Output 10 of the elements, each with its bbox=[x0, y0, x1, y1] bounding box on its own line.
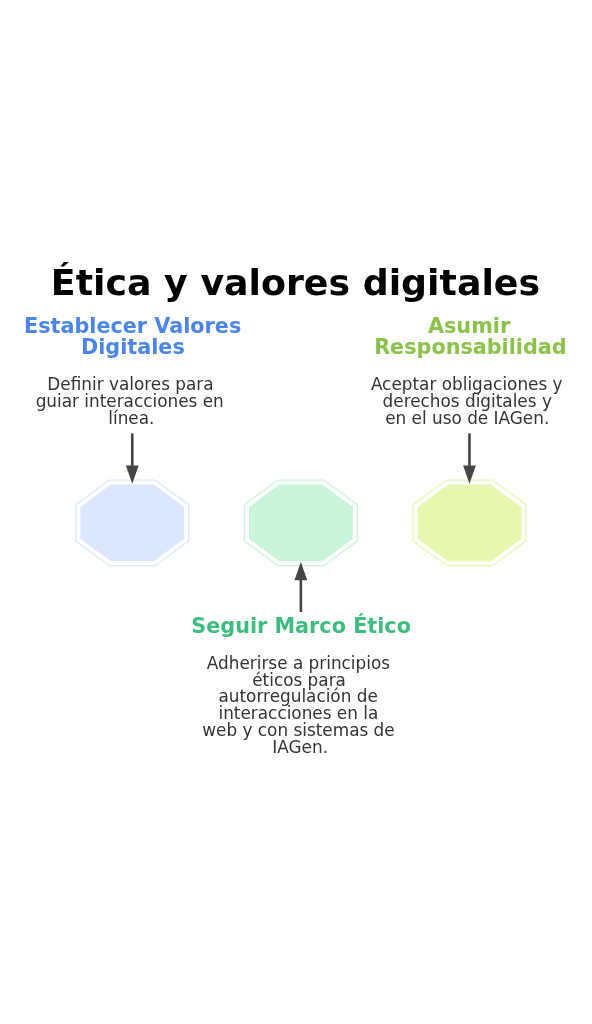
arrow bbox=[463, 432, 476, 484]
node-text: Seguir Marco Ético Adherirse a principios éticos para autorregulación de interacciones en la web y con sistemas de IAGen. bbox=[191, 613, 411, 757]
node-text: Asumir Responsabilidad Aceptar obligaciones y derechos digitales y en el uso de IAGen. bbox=[370, 313, 567, 428]
arrow bbox=[125, 432, 139, 484]
diagram-title: Ética y valores digitales bbox=[50, 260, 541, 304]
node-gear bbox=[75, 478, 190, 566]
arrow bbox=[294, 561, 308, 612]
node-text: Establecer Valores Digitales Definir valores para guiar interacciones en línea. bbox=[23, 313, 242, 428]
node-gear bbox=[243, 478, 358, 566]
node-gear bbox=[412, 478, 527, 566]
